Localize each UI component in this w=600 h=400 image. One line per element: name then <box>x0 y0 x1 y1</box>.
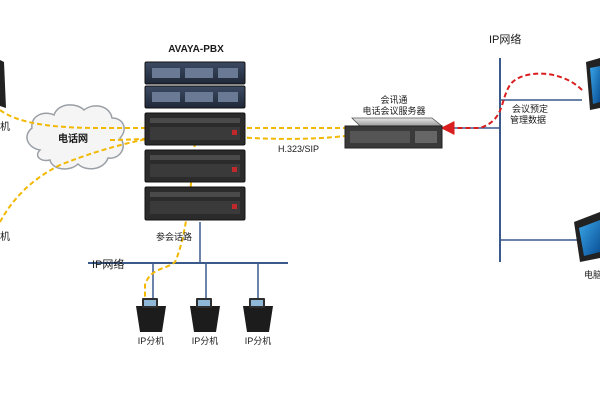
booking-data-label-2: 管理数据 <box>510 114 546 125</box>
cloud-icon <box>26 104 125 170</box>
conference-server <box>344 117 444 149</box>
pbx-title: AVAYA-PBX <box>168 44 224 55</box>
monitor-icon <box>0 60 6 108</box>
conference-trunk-label: 参会话路 <box>156 231 192 242</box>
monitor-icon <box>586 58 600 110</box>
pbx-stack <box>144 61 246 221</box>
server-name: 会讯通 <box>380 94 407 105</box>
voice-path-left-bottom <box>0 134 171 223</box>
ip-phone-icon <box>136 298 166 332</box>
booking-data-label-1: 会议预定 <box>512 103 548 114</box>
voice-path-pbx-server-2 <box>214 134 346 140</box>
server-rack-icon <box>144 85 246 109</box>
phone-network-label: 电话网 <box>58 132 88 145</box>
ip-extension-label-1: IP分机 <box>138 335 165 346</box>
voice-path-pbx-to-phone <box>144 141 196 305</box>
monitor-icon <box>574 212 600 262</box>
protocol-label: H.323/SIP <box>278 144 319 154</box>
server-rack-icon <box>144 149 246 183</box>
server-rack-icon <box>144 112 246 146</box>
ip-phone-icon <box>190 298 220 332</box>
left-extension-bottom-label: 机 <box>0 230 10 243</box>
left-extension-top-label: 机 <box>0 120 10 133</box>
ip-extension-label-2: IP分机 <box>192 335 219 346</box>
ip-phone-icon <box>243 298 273 332</box>
ip-network-bottom-label: IP网络 <box>92 257 124 271</box>
ip-extension-label-3: IP分机 <box>245 335 272 346</box>
server-description: 电话会议服务器 <box>362 105 425 116</box>
right-pc-label: 电脑 <box>584 269 600 280</box>
ip-network-top-label: IP网络 <box>489 32 521 46</box>
server-rack-icon <box>144 186 246 221</box>
booking-data-path <box>440 72 583 135</box>
server-rack-icon <box>144 61 246 85</box>
